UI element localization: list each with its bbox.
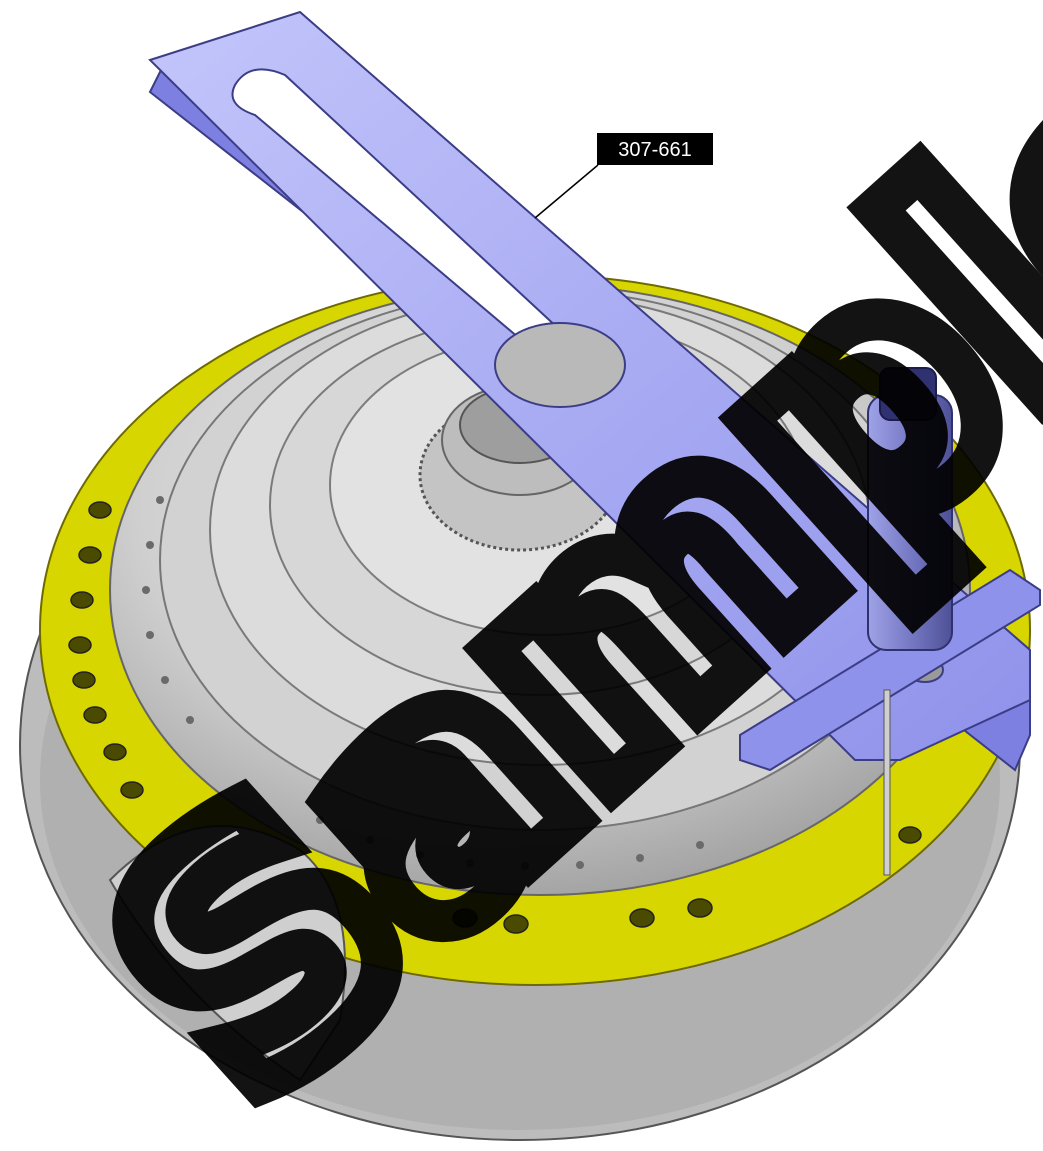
micrometer-base-plate [739,568,1041,772]
callout-box [597,133,713,165]
micrometer-thimble [879,367,937,421]
housing-bracket-lobe [108,825,346,1082]
tool-bar-center-hole [494,322,626,408]
callout: 307-661 [534,133,713,219]
mounting-face-holes [68,501,922,934]
depth-micrometer [739,367,1041,876]
callout-label: 307-661 [618,139,691,161]
micrometer-probe-rod [883,689,891,876]
callout-leader-line [534,164,599,219]
inner-ring-dowel-holes [142,496,704,870]
special-tool-bar [148,10,1031,772]
